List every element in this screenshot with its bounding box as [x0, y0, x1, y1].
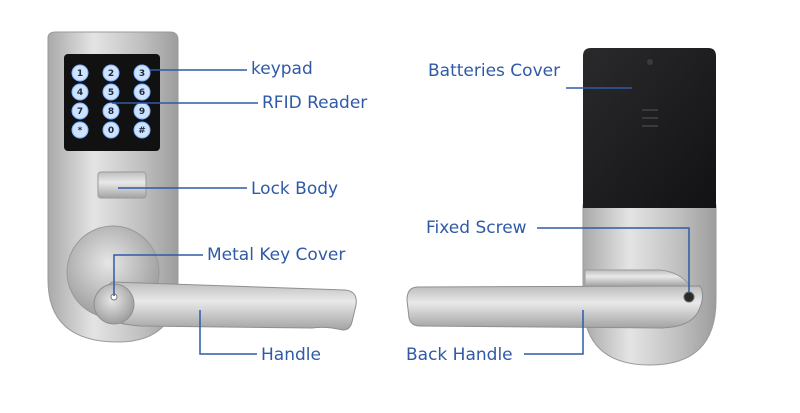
fixed-screw-leader	[537, 227, 690, 292]
lock-body-bar	[97, 171, 147, 199]
label-lock-body: Lock Body	[251, 179, 339, 199]
label-back-handle: Back Handle	[406, 345, 513, 365]
battery-cover-screw-icon	[647, 59, 653, 65]
keypad-key-label: #	[138, 126, 146, 136]
batteries-cover-panel	[583, 48, 716, 208]
label-fixed-screw: Fixed Screw	[426, 218, 527, 238]
metal-key-cover-leader	[113, 254, 203, 296]
keypad-key	[71, 102, 89, 120]
keypad-key-label: 8	[108, 107, 114, 117]
keypad-keys: 1 2 3 4 5 6 7 8 9 * 0 #	[71, 64, 151, 139]
keypad-key-label: 6	[139, 88, 145, 98]
back-handle	[406, 285, 704, 329]
keypad-key-label: 5	[108, 88, 114, 98]
keypad-key-label: 9	[139, 107, 145, 117]
keypad-key	[133, 64, 151, 82]
label-keypad: keypad	[251, 59, 313, 79]
back-lock	[406, 48, 717, 366]
handle-leader	[199, 310, 257, 355]
keypad-key-label: 7	[77, 107, 83, 117]
fixed-screw-icon	[683, 291, 695, 303]
label-metal-key-cover: Metal Key Cover	[207, 245, 346, 265]
keypad-key	[102, 121, 120, 139]
keypad-key-label: 3	[139, 69, 145, 79]
keypad-key-label: 1	[77, 69, 83, 79]
label-rfid-reader: RFID Reader	[262, 93, 368, 113]
keypad-key	[133, 121, 151, 139]
label-handle: Handle	[261, 345, 321, 365]
leader-lines	[112, 69, 690, 355]
keypad-key	[133, 83, 151, 101]
keypad-key-label: 0	[108, 126, 114, 136]
keypad-key-label: 2	[108, 69, 114, 79]
keypad-key-label: *	[78, 126, 83, 136]
keypad-key	[71, 121, 89, 139]
back-handle-leader	[524, 310, 584, 355]
keypad-key	[102, 83, 120, 101]
keypad-key	[71, 83, 89, 101]
front-lock: 1 2 3 4 5 6 7 8 9 * 0 #	[47, 31, 357, 343]
back-handle-neck	[584, 269, 691, 287]
keypad-key-label: 4	[77, 88, 83, 98]
label-batteries-cover: Batteries Cover	[428, 61, 561, 81]
keypad-key	[71, 64, 89, 82]
keypad-key	[102, 102, 120, 120]
keypad-key	[102, 64, 120, 82]
front-handle	[98, 281, 357, 331]
